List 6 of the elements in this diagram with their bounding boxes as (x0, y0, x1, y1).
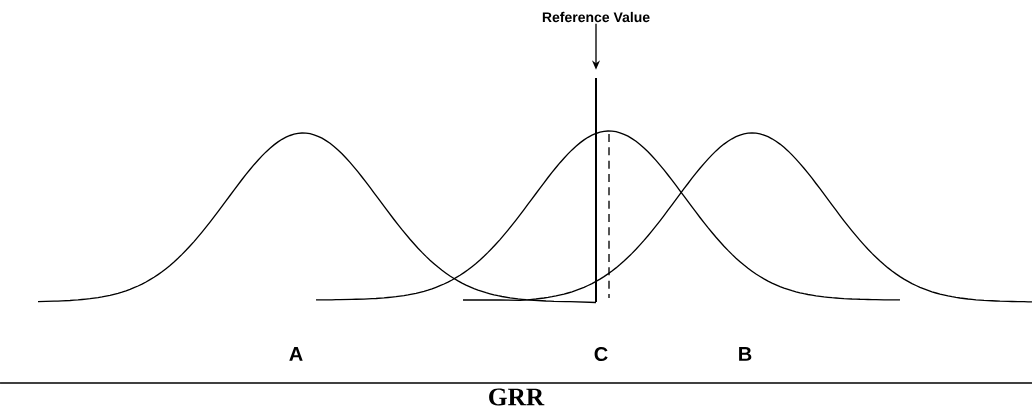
reference-label: Reference Value (542, 11, 650, 23)
caption: GRR (489, 388, 545, 406)
curve-letter: C (594, 346, 608, 362)
curve-letter: A (289, 347, 303, 361)
reference-line (595, 78, 597, 302)
curve-letter: B (739, 347, 752, 361)
